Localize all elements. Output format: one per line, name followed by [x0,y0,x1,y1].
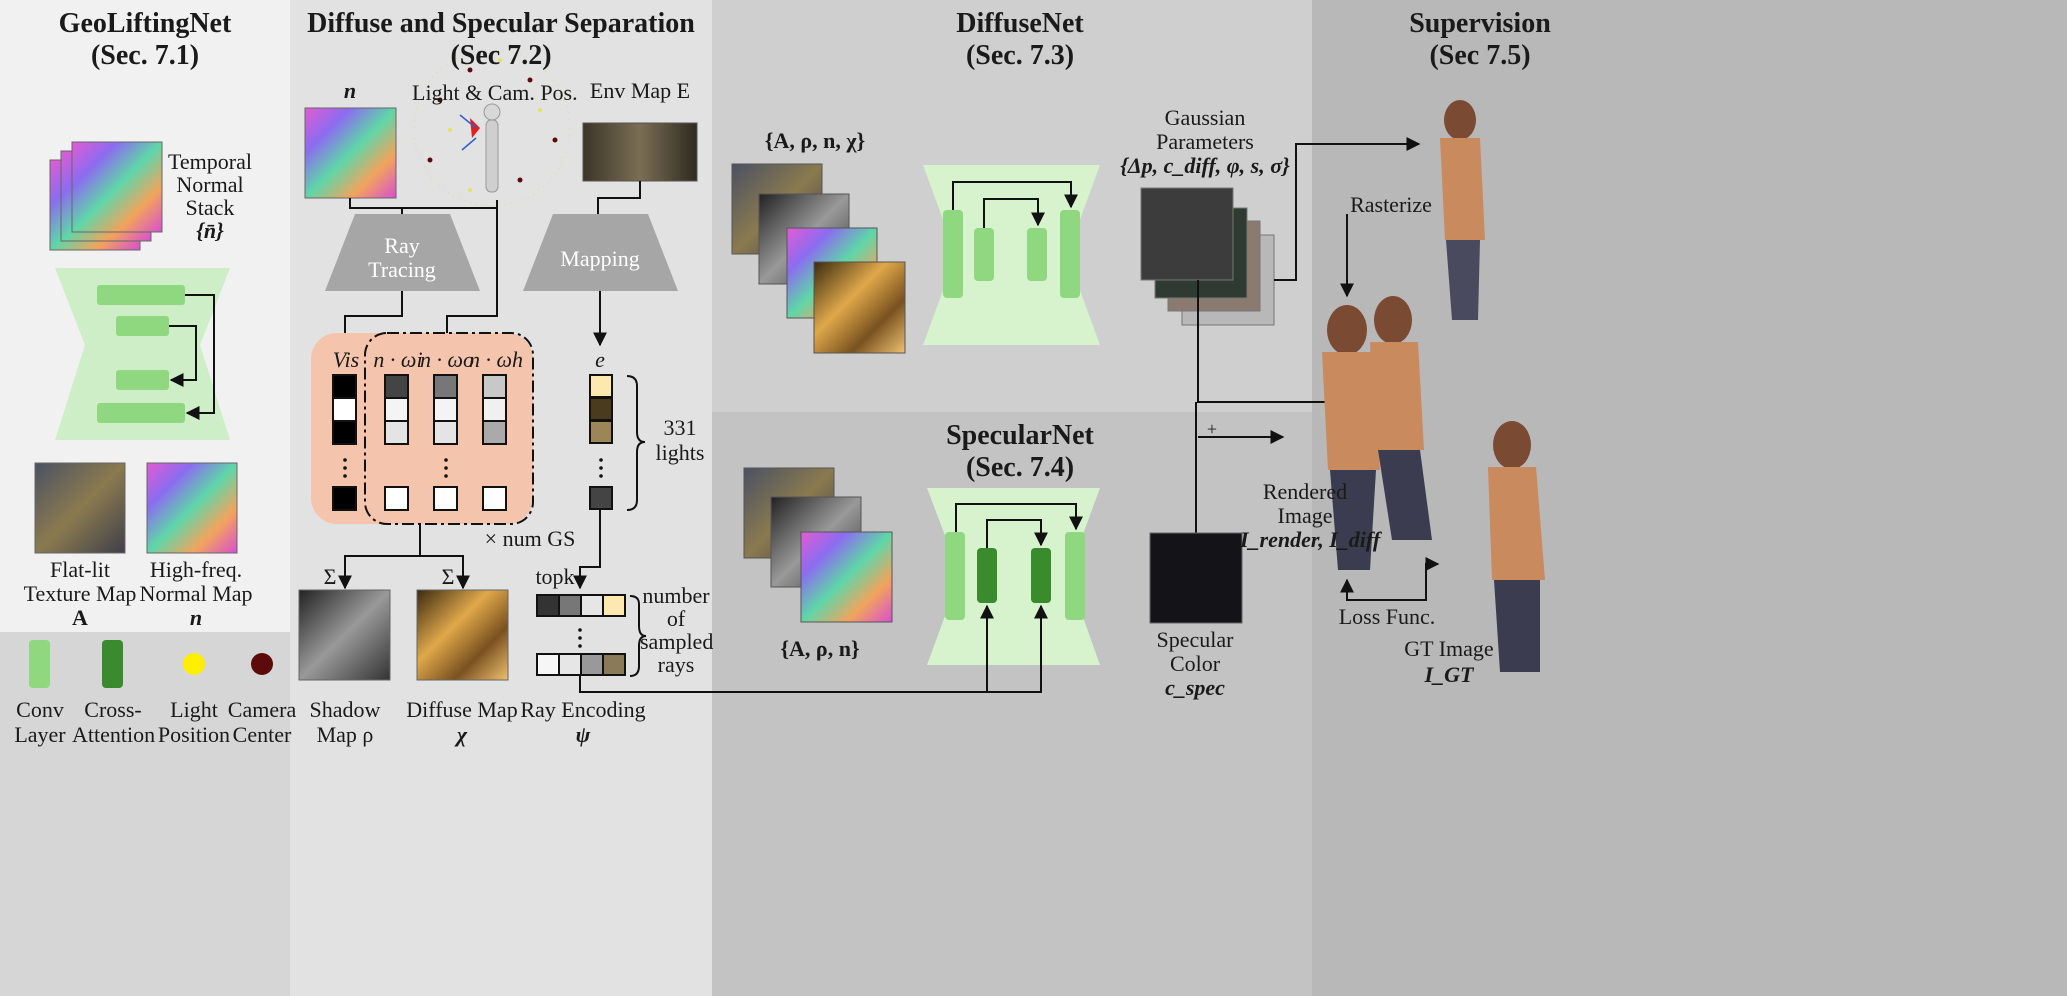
supervision-panel [1312,0,2067,996]
rendered-image-people [1322,296,1432,570]
vertical-ellipsis-dots [343,458,603,648]
ray-tracing-block [325,214,480,291]
supervision-title: Supervision(Sec 7.5) [1409,8,1551,71]
gt-image-person [1488,421,1545,672]
separation-n-label: n [343,78,357,103]
col-nwh-label: n · ωh [468,347,524,372]
vis-column [332,374,357,511]
mapping-label: Mapping [560,246,640,271]
legend-light-position-icon [183,653,205,675]
legend-panel [0,632,290,996]
rasterized-person [1440,100,1485,320]
legend-conv-layer-icon [29,640,50,688]
col-e-label: e [595,347,605,372]
specularnet-input-stack [743,467,893,623]
geolifting-unet [55,268,230,440]
ray-encoding-top-row [536,594,626,617]
topk-label: topk [535,564,575,589]
gaussian-params-stack [1140,187,1275,326]
lights-brace [626,375,646,511]
num-gs-label: × num GS [484,526,576,551]
nwo-column [433,374,458,511]
legend-camera-center-icon [251,653,273,675]
rays-brace [629,595,647,677]
geolifting-title: GeoLiftingNet(Sec. 7.1) [58,8,232,71]
nwi-column [384,374,409,511]
legend-cross-attention-icon [102,640,123,688]
nwh-column [482,374,507,511]
diffusenet-input-stack [731,163,906,354]
col-vis-label: Vis [332,347,360,372]
specularnet-title: SpecularNet(Sec. 7.4) [946,420,1094,483]
texture-map-image [34,462,126,554]
specular-color-image [1149,532,1243,624]
diffusenet-unet [923,165,1100,345]
sigma-shadow-label: Σ [323,564,337,589]
light-cam-label: Light & Cam. Pos. [412,80,578,105]
normal-map-label: High-freq.Normal Map n [139,557,253,630]
diffuse-map-image [416,589,509,681]
specularnet-inputs-label: {A, ρ, n} [780,636,860,661]
env-map-image [582,122,698,182]
rasterize-label: Rasterize [1350,192,1432,217]
cos-feature-region [364,332,534,525]
normal-map-image [146,462,238,554]
vis-feature-region [311,333,533,524]
light-camera-sphere [413,49,571,207]
specularnet-unet [927,488,1100,665]
separation-normal-image [304,107,397,199]
shadow-map-image [298,589,391,681]
separation-title: Diffuse and Specular Separation(Sec 7.2) [307,8,695,71]
legend-cross-attention-label: Cross-Attention [72,697,156,747]
sigma-diffuse-label: Σ [441,564,455,589]
temporal-normal-stack [49,141,163,251]
mapping-block [523,214,678,291]
diffusenet-title: DiffuseNet(Sec. 7.3) [956,8,1084,71]
envmap-label: Env Map E [589,78,691,103]
plus-sign: + [1206,419,1218,439]
loss-func-label: Loss Func. [1338,604,1436,629]
e-column [589,374,613,510]
col-nwi-label: n · ωi [373,347,423,372]
diffusenet-inputs-label: {A, ρ, n, χ} [764,128,866,153]
ray-encoding-bottom-row [536,653,626,676]
col-nwo-label: n · ωo [419,347,475,372]
